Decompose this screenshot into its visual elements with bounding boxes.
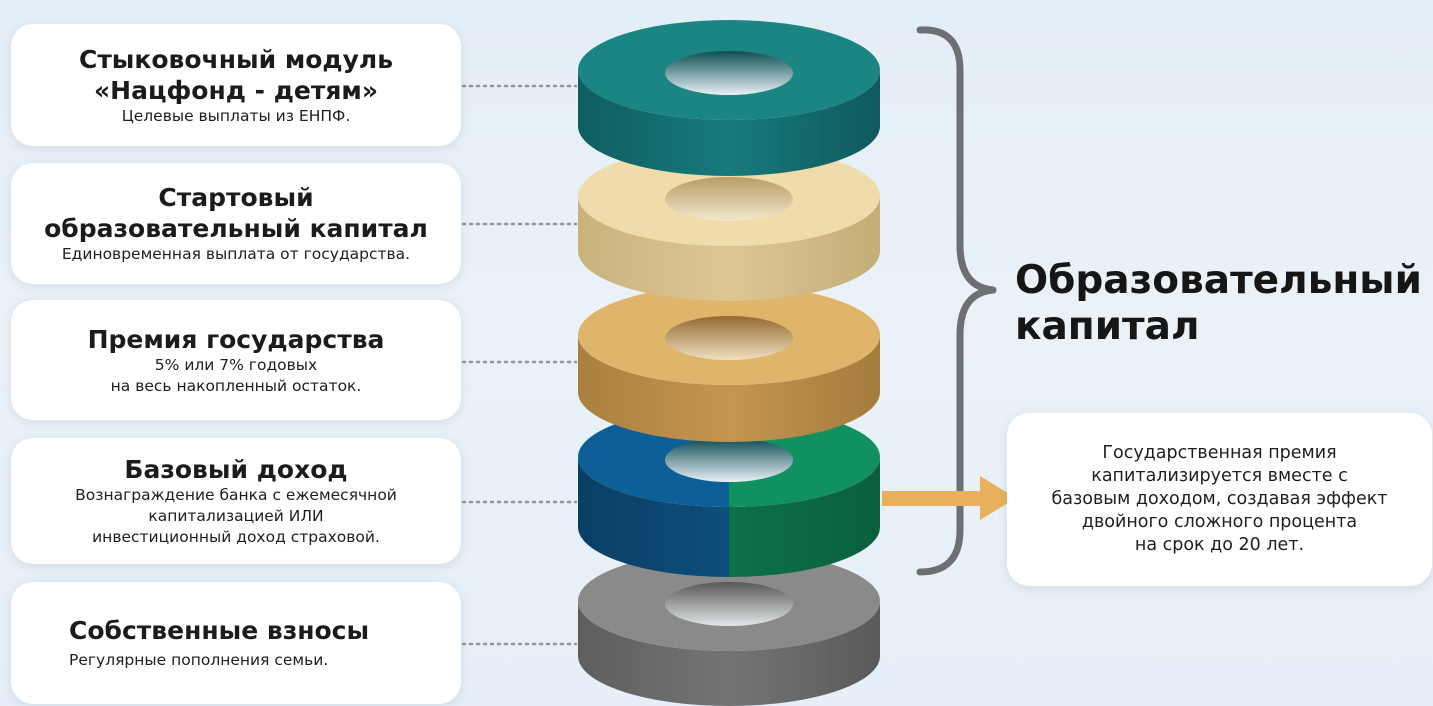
arrow-right-icon: [882, 476, 1016, 520]
card-title: Премия государства: [87, 324, 385, 354]
ring-state-bonus: [578, 285, 880, 442]
card-base-income: Базовый доход Вознаграждение банка с еже…: [11, 438, 461, 564]
ring-own-contributions: [578, 551, 880, 706]
card-title: Стыковочный модуль «Нацфонд - детям»: [78, 44, 394, 105]
ring-starting-capital: [578, 146, 880, 301]
ring-national-fund: [578, 20, 880, 176]
card-national-fund: Стыковочный модуль «Нацфонд - детям» Цел…: [11, 24, 461, 146]
card-description: Вознаграждение банка с ежемесячной капит…: [75, 486, 397, 546]
card-description: Единовременная выплата от государства.: [61, 245, 411, 263]
note-text: Государственная премия капитализируется …: [1051, 443, 1388, 555]
card-title: Собственные взносы: [69, 616, 370, 645]
card-description: 5% или 7% годовых на весь накопленный ос…: [110, 355, 362, 395]
card-state-bonus: Премия государства 5% или 7% годовых на …: [11, 300, 461, 420]
note-card: Государственная премия капитализируется …: [1007, 413, 1432, 586]
card-title: Стартовый образовательный капитал: [44, 183, 428, 243]
card-starting-capital: Стартовый образовательный капитал Единов…: [11, 163, 461, 284]
group-label: Образовательный капитал: [1015, 258, 1422, 349]
ring-base-income: [578, 407, 880, 577]
card-own-contributions: Собственные взносы Регулярные пополнения…: [11, 582, 461, 704]
connector-lines: [461, 84, 578, 646]
card-description: Целевые выплаты из ЕНПФ.: [121, 106, 351, 125]
brace-icon: [916, 26, 997, 576]
card-title: Базовый доход: [124, 455, 348, 484]
card-description: Регулярные пополнения семьи.: [69, 651, 329, 669]
